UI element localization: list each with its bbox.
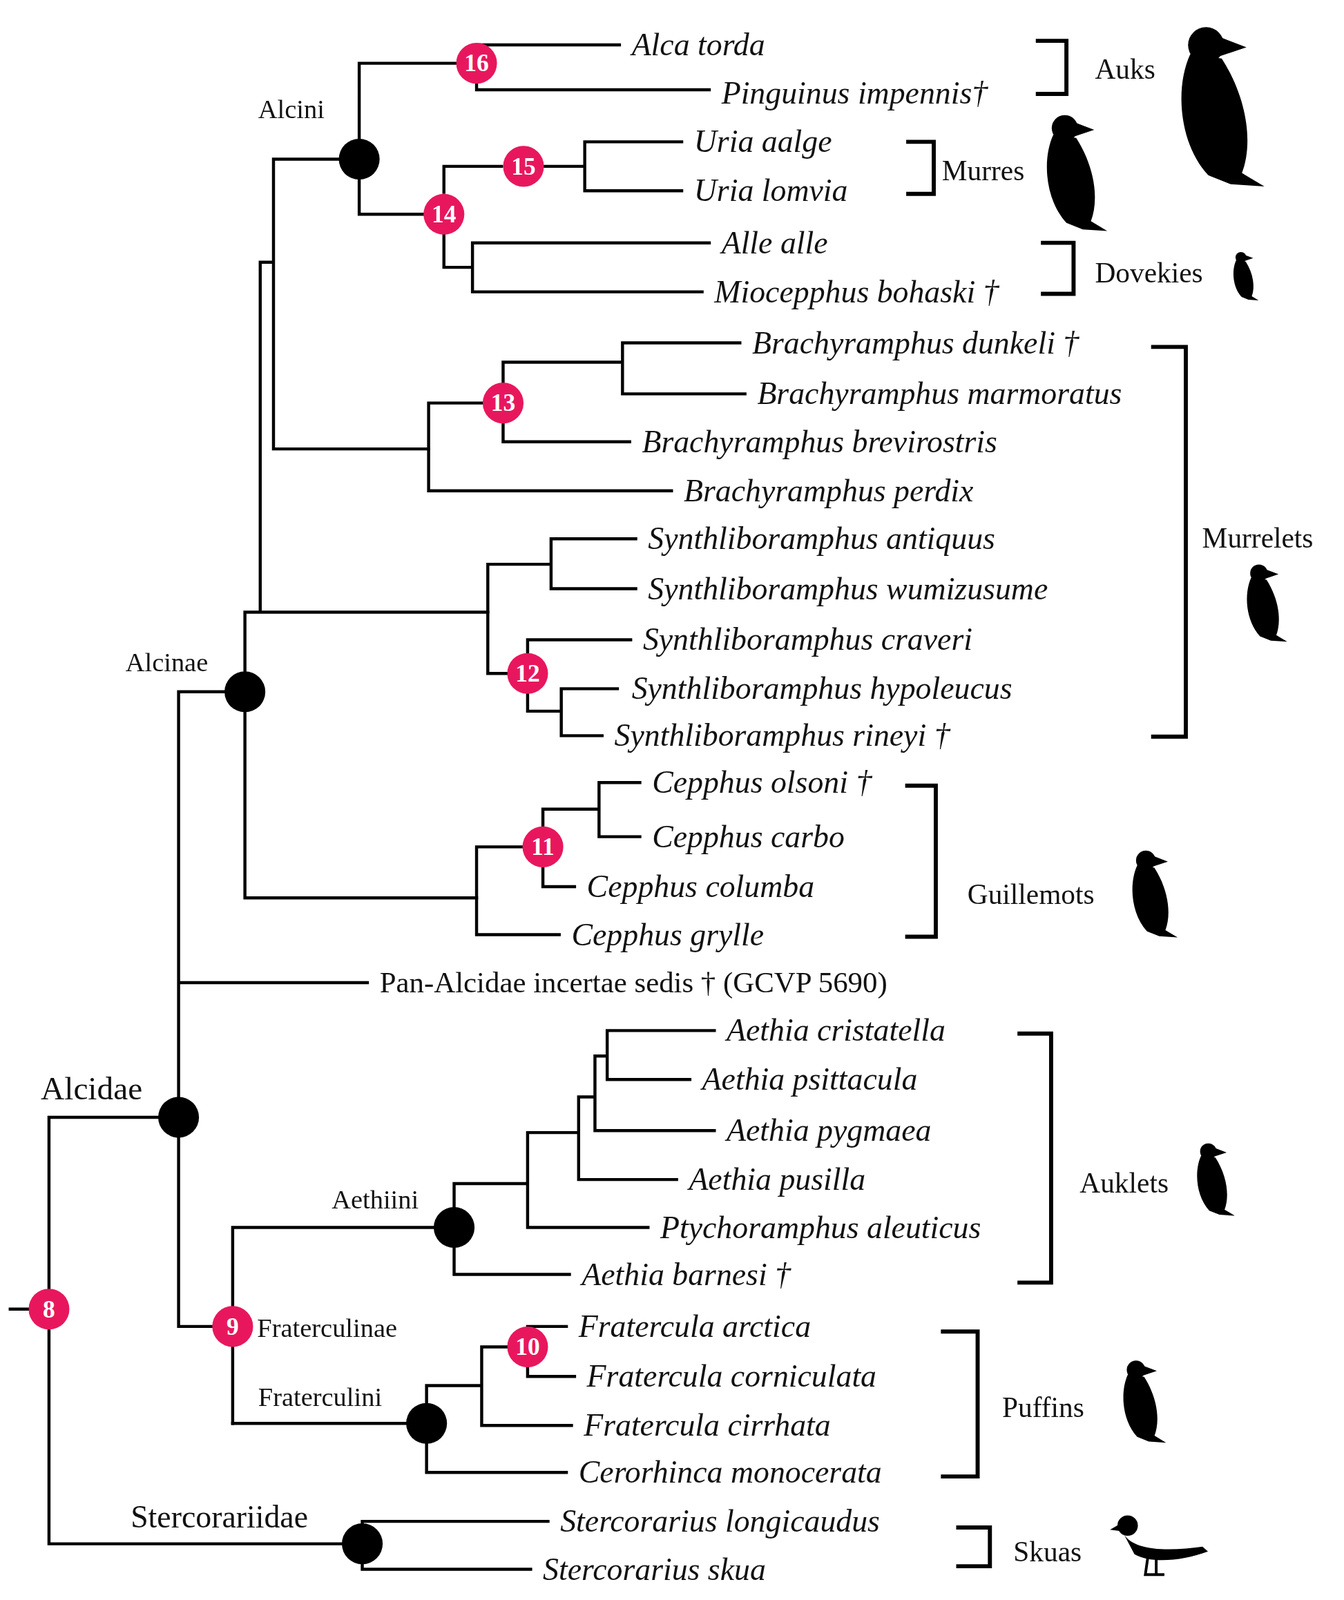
callout-circle: 11 [522,826,564,868]
taxon-name: Cerorhinca monocerata [578,1454,882,1492]
taxon-name: Stercorarius longicaudus [560,1503,880,1541]
taxon-name: Aethia pusilla [688,1161,866,1199]
group-name: Auks [1094,53,1155,87]
callout-circle: 14 [423,194,465,235]
group-name: Murres [942,154,1025,188]
taxon-name: Cepphus grylle [571,916,764,954]
taxon-name: Alle alle [721,224,829,262]
callout-circle: 16 [455,42,497,84]
taxon-name: Stercorarius skua [542,1551,766,1588]
taxon-name: Synthliboramphus hypoleucus [631,670,1013,708]
taxon-name: Miocepphus bohaski † [714,273,999,311]
taxon-name: Fratercula arctica [578,1308,811,1346]
taxon-name: Brachyramphus brevirostris [641,423,997,460]
clade-name: Alcidae [40,1069,143,1108]
callout-number: 10 [515,1335,540,1360]
taxon-name: Cepphus olsoni † [651,764,872,802]
callout-number: 15 [511,154,536,179]
taxon-name: Ptychoramphus aleuticus [660,1209,981,1246]
taxon-name: Alca torda [631,26,766,64]
taxon-name: Brachyramphus dunkeli † [752,324,1079,362]
taxon-name: Uria lomvia [694,172,849,210]
group-name: Murrelets [1202,522,1314,556]
taxon-name: Aethia barnesi † [581,1256,791,1293]
taxon-name: Synthliboramphus antiquus [647,520,996,558]
callout-number: 16 [464,51,489,76]
taxon-name: Brachyramphus marmoratus [756,375,1122,413]
clade-name: Aethiini [331,1185,419,1216]
callout-circle: 8 [28,1288,70,1330]
taxon-name: Aethia pygmaea [726,1112,931,1150]
group-name: Guillemots [967,878,1095,912]
taxon-name: Brachyramphus perdix [683,472,974,510]
clade-name: Alcinae [125,647,208,679]
taxon-name: Pinguinus impennis† [721,74,989,112]
taxon-name: Cepphus carbo [651,818,845,856]
group-name: Dovekies [1094,256,1203,291]
tree-branch [444,166,504,195]
callout-circle: 10 [506,1326,548,1368]
taxon-name: Pan-Alcidae incertae sedis † (GCVP 5690) [379,965,888,1000]
taxon-name: Aethia psittacula [702,1061,918,1099]
callout-circle: 13 [482,382,524,424]
clade-dots [158,138,475,1565]
callout-circle: 9 [212,1306,253,1347]
taxon-name: Synthliboramphus wumizusume [647,570,1048,608]
group-name: Puffins [1002,1391,1085,1425]
callout-circle: 12 [506,653,548,695]
taxon-name: Uria aalge [694,123,833,161]
callout-number: 13 [491,390,516,416]
taxon-name: Aethia cristatella [726,1012,946,1050]
callout-number: 11 [531,834,555,860]
taxon-name: Fratercula cirrhata [583,1407,831,1445]
taxon-name: Synthliboramphus craveri [642,621,973,659]
group-name: Skuas [1013,1536,1082,1570]
callout-number: 12 [515,660,540,686]
clade-name: Stercorariidae [130,1499,309,1536]
callout-number: 8 [42,1297,56,1322]
clade-name: Alcini [258,94,325,126]
clade-name: Fraterculini [258,1382,382,1414]
taxon-name: Cepphus columba [587,868,815,906]
callout-number: 14 [431,202,456,227]
group-name: Auklets [1079,1167,1169,1201]
taxon-name: Synthliboramphus rineyi † [614,717,951,755]
clade-name: Fraterculinae [256,1313,398,1344]
bird-silhouettes [1047,26,1288,1575]
callout-circle: 15 [502,145,544,187]
callout-number: 9 [226,1314,239,1339]
taxon-name: Fratercula corniculata [587,1358,877,1396]
